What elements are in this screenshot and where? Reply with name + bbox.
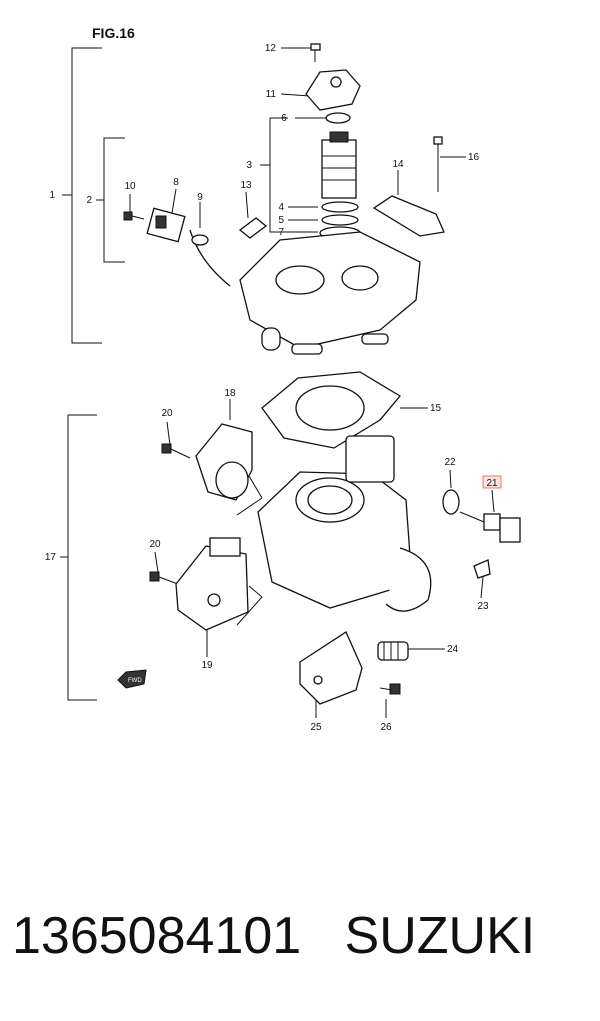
part-12-screw (310, 43, 321, 62)
callout-1: 1 (49, 190, 55, 201)
figure-title: FIG.16 (92, 25, 135, 41)
callout-20-lower: 20 (149, 539, 161, 550)
footer-caption: 1365084101 SUZUKI (12, 906, 592, 966)
part-15-gasket (261, 371, 401, 449)
callout-9: 9 (197, 192, 203, 203)
bracket-3 (260, 117, 288, 233)
part-18-sensor (195, 423, 253, 501)
callout-12: 12 (265, 43, 277, 54)
part-5-o-ring (321, 214, 359, 226)
part-24-spring (377, 641, 409, 661)
callout-26: 26 (380, 722, 392, 733)
brand-name: SUZUKI (344, 907, 536, 965)
callout-22: 22 (444, 457, 456, 468)
part-11-cover (305, 69, 361, 111)
callout-10: 10 (124, 181, 136, 192)
callout-8: 8 (173, 177, 179, 188)
callout-18: 18 (224, 388, 236, 399)
callout-19: 19 (201, 660, 213, 671)
callout-3: 3 (246, 160, 252, 171)
callout-20-upper: 20 (161, 408, 173, 419)
exploded-parts-diagram: FIG.16 (45, 25, 521, 733)
part-19-actuator (175, 537, 249, 631)
callout-7: 7 (278, 227, 284, 238)
part-20-screw-upper (161, 443, 191, 459)
part-14-gasket (372, 195, 445, 237)
callout-4: 4 (278, 202, 284, 213)
part-9-hose (189, 229, 231, 287)
leader-lines (129, 47, 495, 718)
callout-6: 6 (281, 113, 287, 124)
callout-21: 21 (486, 478, 498, 489)
bracket-1 (62, 47, 102, 344)
callout-16: 16 (468, 152, 480, 163)
part-16-bolt (433, 136, 443, 192)
bracket-17 (60, 414, 97, 701)
part-21-sensor (459, 511, 521, 543)
callout-21-highlight (482, 475, 502, 489)
callout-5: 5 (278, 215, 284, 226)
fwd-label: FWD (128, 678, 142, 684)
bracket-2 (96, 137, 125, 263)
part-6-washer (325, 112, 351, 124)
callout-25: 25 (310, 722, 322, 733)
part-25-bracket (299, 631, 363, 705)
callout-11: 11 (266, 89, 277, 100)
part-17-throttle-body (257, 435, 432, 612)
callout-23: 23 (477, 601, 489, 612)
part-4-o-ring (321, 201, 359, 213)
callout-24: 24 (447, 644, 459, 655)
callout-2: 2 (86, 195, 92, 206)
part-26-screw (379, 683, 401, 695)
callout-14: 14 (392, 159, 404, 170)
part-13-plate (238, 217, 268, 239)
part-10-screw (123, 211, 145, 221)
part-number: 1365084101 (12, 907, 302, 965)
callout-15: 15 (430, 403, 442, 414)
part-22-washer (442, 489, 460, 515)
callout-13: 13 (240, 180, 252, 191)
part-20-screw-lower (149, 571, 179, 585)
fwd-arrow-icon: FWD (117, 669, 147, 689)
part-3-injector (321, 131, 357, 199)
part-1-upper-body (239, 231, 421, 355)
callout-17: 17 (45, 552, 57, 563)
part-23-clip (473, 559, 491, 579)
part-8-sensor (146, 207, 186, 243)
